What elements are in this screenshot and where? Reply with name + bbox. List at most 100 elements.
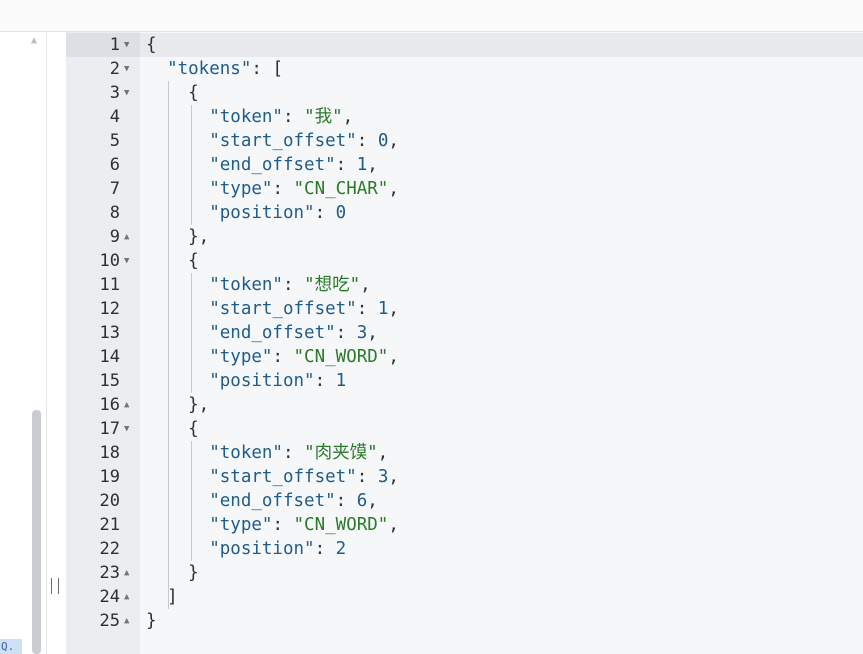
code-line[interactable]: 7 "type": "CN_CHAR",	[66, 177, 863, 201]
line-number: 7	[109, 179, 120, 199]
code-line[interactable]: 6 "end_offset": 1,	[66, 153, 863, 177]
json-punctuation: :	[282, 443, 305, 463]
json-key: "type"	[209, 347, 273, 367]
code-line[interactable]: 4 "token": "我",	[66, 105, 863, 129]
code-text: }	[146, 561, 199, 585]
json-punctuation: :	[282, 107, 305, 127]
code-text: "start_offset": 3,	[146, 465, 399, 489]
code-line[interactable]: 12 "start_offset": 1,	[66, 297, 863, 321]
code-line[interactable]: 15 "position": 1	[66, 369, 863, 393]
code-line[interactable]: 16▲ },	[66, 393, 863, 417]
code-line[interactable]: 10▼ {	[66, 249, 863, 273]
active-line-highlight	[140, 33, 863, 57]
line-number: 21	[99, 515, 120, 535]
json-key: "type"	[209, 515, 273, 535]
json-punctuation: ,	[367, 155, 378, 175]
json-punctuation: ,	[388, 131, 399, 151]
indent-guide	[191, 273, 192, 393]
json-punctuation	[146, 539, 209, 559]
json-punctuation: ]	[146, 587, 178, 607]
code-line[interactable]: 24▲ ]	[66, 585, 863, 609]
code-line[interactable]: 21 "type": "CN_WORD",	[66, 513, 863, 537]
code-line[interactable]: 22 "position": 2	[66, 537, 863, 561]
code-line[interactable]: 19 "start_offset": 3,	[66, 465, 863, 489]
indent-guide	[191, 441, 192, 561]
line-number: 5	[109, 131, 120, 151]
json-key: "position"	[209, 539, 315, 559]
triangle-up-icon[interactable]: ▲	[31, 35, 38, 46]
line-number: 14	[99, 347, 120, 367]
fold-open-icon[interactable]: ▼	[124, 40, 130, 50]
line-number: 2	[109, 59, 120, 79]
fold-open-icon[interactable]: ▼	[124, 64, 130, 74]
line-number: 3	[109, 83, 120, 103]
code-line[interactable]: 11 "token": "想吃",	[66, 273, 863, 297]
json-punctuation	[146, 443, 209, 463]
code-line[interactable]: 8 "position": 0	[66, 201, 863, 225]
fold-closed-icon[interactable]: ▲	[124, 616, 130, 626]
code-line[interactable]: 17▼ {	[66, 417, 863, 441]
code-line[interactable]: 14 "type": "CN_WORD",	[66, 345, 863, 369]
code-line[interactable]: 2▼ "tokens": [	[66, 57, 863, 81]
json-punctuation: ,	[388, 515, 399, 535]
code-line[interactable]: 23▲ }	[66, 561, 863, 585]
fold-open-icon[interactable]: ▼	[124, 424, 130, 434]
code-line[interactable]: 18 "token": "肉夹馍",	[66, 441, 863, 465]
line-number: 8	[109, 203, 120, 223]
json-punctuation: ,	[377, 443, 389, 463]
line-number: 19	[99, 467, 120, 487]
json-key: "token"	[209, 107, 283, 127]
json-punctuation: :	[272, 179, 294, 199]
json-punctuation	[146, 347, 209, 367]
json-key: "position"	[209, 203, 315, 223]
top-toolbar	[0, 0, 863, 32]
line-number: 11	[99, 275, 120, 295]
code-text: }	[146, 609, 157, 633]
json-punctuation: {	[146, 419, 199, 439]
json-punctuation: ,	[367, 491, 378, 511]
code-line[interactable]: 20 "end_offset": 6,	[66, 489, 863, 513]
line-number: 22	[99, 539, 120, 559]
line-number: 15	[99, 371, 120, 391]
json-string: "CN_CHAR"	[293, 179, 389, 199]
json-punctuation	[146, 203, 209, 223]
response-editor[interactable]	[140, 32, 863, 654]
fold-closed-icon[interactable]: ▲	[124, 400, 130, 410]
code-line[interactable]: 13 "end_offset": 3,	[66, 321, 863, 345]
request-pane[interactable]	[0, 32, 47, 654]
fold-closed-icon[interactable]: ▲	[124, 232, 130, 242]
json-punctuation	[146, 275, 209, 295]
fold-closed-icon[interactable]: ▲	[124, 568, 130, 578]
indent-guide	[168, 81, 169, 609]
code-line[interactable]: 5 "start_offset": 0,	[66, 129, 863, 153]
json-key: "end_offset"	[209, 155, 336, 175]
json-punctuation: :	[335, 323, 357, 343]
line-number: 13	[99, 323, 120, 343]
json-punctuation: },	[146, 227, 210, 247]
json-punctuation: ,	[388, 467, 399, 487]
code-text: "end_offset": 3,	[146, 321, 378, 345]
line-number: 4	[109, 107, 120, 127]
fold-open-icon[interactable]: ▼	[124, 256, 130, 266]
json-punctuation: :	[314, 371, 336, 391]
fold-open-icon[interactable]: ▼	[124, 88, 130, 98]
code-line[interactable]: 9▲ },	[66, 225, 863, 249]
scrollbar-thumb[interactable]	[32, 410, 41, 654]
json-number: 1	[377, 299, 389, 319]
json-punctuation: {	[146, 35, 157, 55]
json-punctuation: ,	[367, 323, 378, 343]
json-number: 1	[335, 371, 347, 391]
json-key: "position"	[209, 371, 315, 391]
code-line[interactable]: 25▲}	[66, 609, 863, 633]
code-text: "end_offset": 1,	[146, 153, 378, 177]
code-text: "position": 1	[146, 369, 346, 393]
json-punctuation	[146, 155, 209, 175]
drag-handle-icon[interactable]	[51, 578, 59, 594]
json-punctuation: }	[146, 611, 157, 631]
code-line[interactable]: 3▼ {	[66, 81, 863, 105]
json-number: 0	[335, 203, 347, 223]
fold-closed-icon[interactable]: ▲	[124, 592, 130, 602]
json-punctuation	[146, 491, 209, 511]
search-icon[interactable]: Q.	[0, 639, 22, 654]
code-line[interactable]: 1▼{	[66, 33, 863, 57]
